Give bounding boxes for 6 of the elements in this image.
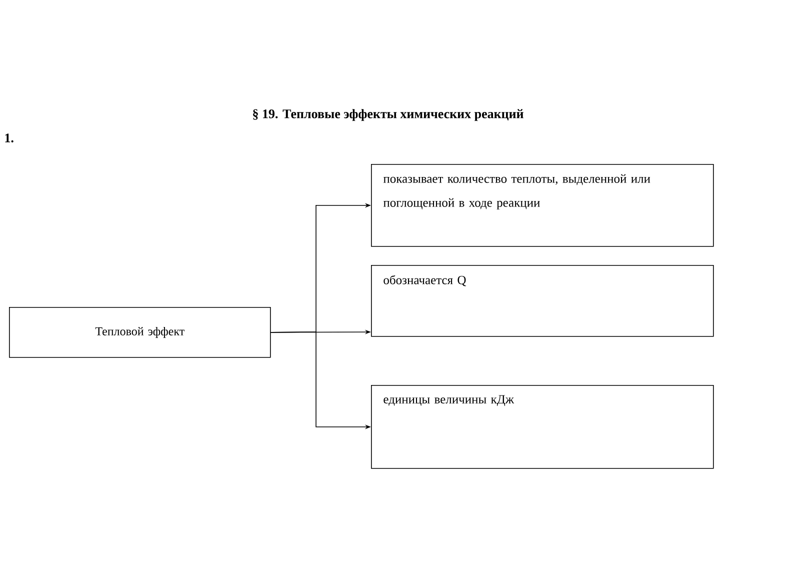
text-box: показывает количество теплоты, выделенной или поглощенной в ходе реакции: [371, 164, 714, 247]
text-box: Тепловой эффект: [9, 307, 271, 358]
title: § 19. Тепловые эффекты химических реакций: [253, 109, 524, 121]
text-box: обозначается Q: [371, 265, 714, 337]
task-number: 1.: [5, 134, 14, 142]
text-box: единицы величины кДж: [371, 385, 714, 469]
